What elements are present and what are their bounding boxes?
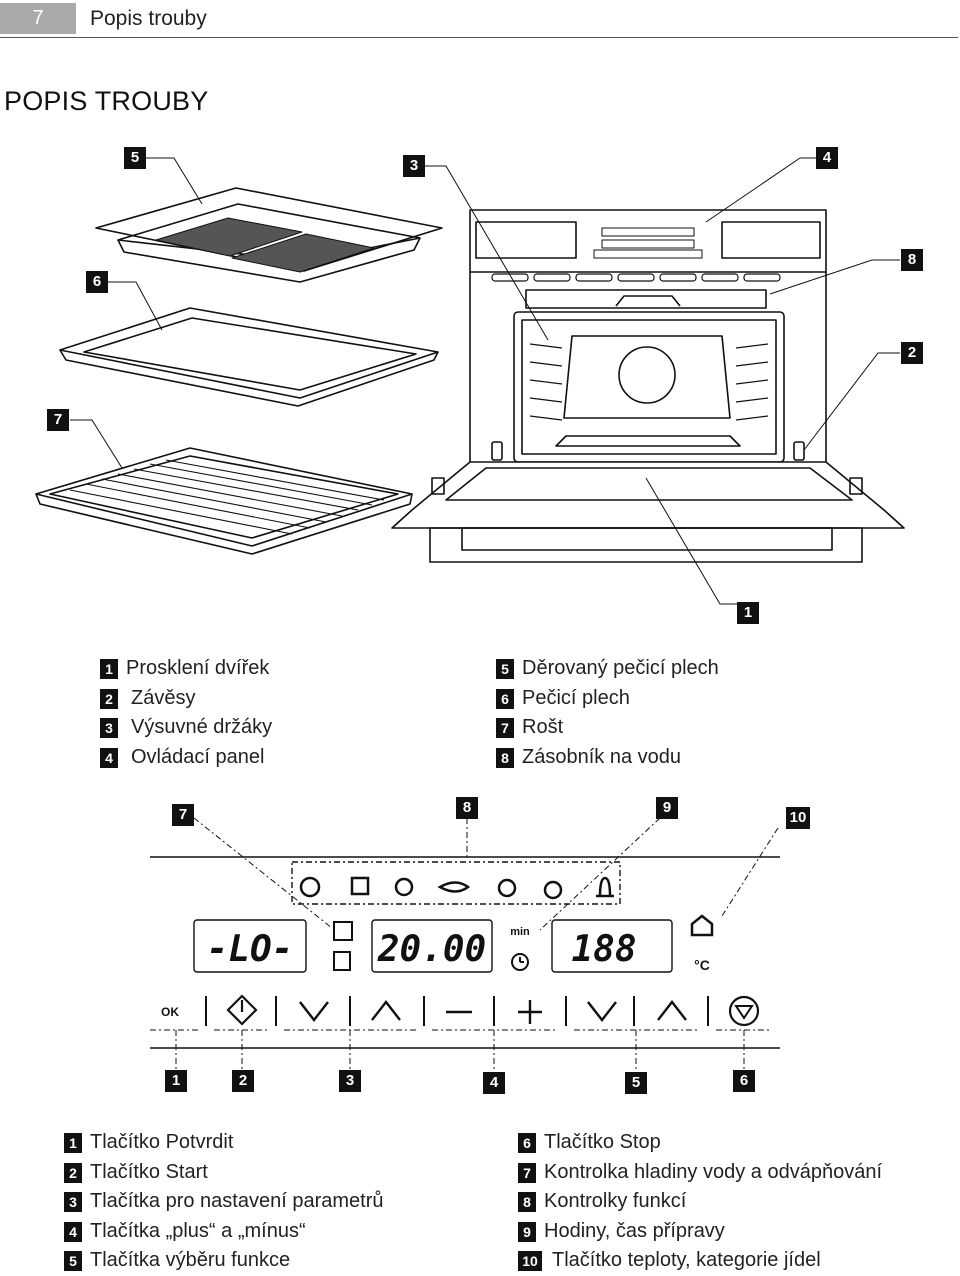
legend-item: 3 Výsuvné držáky [100, 713, 430, 743]
legend-item: 8 Kontrolky funkcí [518, 1187, 938, 1217]
header-divider [0, 37, 958, 38]
panel-callout-2: 2 [232, 1070, 254, 1092]
legend-item: 1 Tlačítko Potvrdit [64, 1128, 484, 1158]
legend-label: Ovládací panel [131, 745, 265, 768]
panel-callout-9: 9 [656, 797, 678, 819]
legend-badge: 5 [496, 659, 514, 679]
min-label: min [510, 926, 530, 938]
legend-badge: 3 [100, 718, 118, 738]
panel-callout-4: 4 [483, 1072, 505, 1094]
legend-item: 5 Tlačítka výběru funkce [64, 1246, 484, 1276]
legend-label: Tlačítka „plus“ a „mínus“ [90, 1219, 306, 1242]
panel-callout-10: 10 [786, 807, 810, 829]
display-right: 188 [571, 929, 636, 970]
oven-callout-6: 6 [86, 271, 108, 293]
legend-item: 9 Hodiny, čas přípravy [518, 1217, 938, 1247]
legend-label: Rošt [522, 716, 564, 738]
legend-item: 10 Tlačítko teploty, kategorie jídel [518, 1246, 938, 1276]
legend-label: Prosklení dvířek [126, 657, 270, 679]
legend-badge: 3 [64, 1192, 82, 1212]
legend-label: Výsuvné držáky [131, 716, 273, 738]
legend-label: Tlačítko teploty, kategorie jídel [552, 1249, 821, 1271]
legend-label: Děrovaný pečicí plech [522, 657, 719, 679]
legend-label: Zásobník na vodu [522, 745, 681, 768]
panel-callout-5: 5 [625, 1072, 647, 1094]
legend-item: 2 Závěsy [100, 684, 430, 714]
legend-label: Závěsy [131, 686, 196, 709]
section-title: Popis trouby [90, 7, 207, 30]
legend-item: 4 Tlačítka „plus“ a „mínus“ [64, 1217, 484, 1247]
legend-item: 1 Prosklení dvířek [100, 654, 430, 684]
ok-button-label: OK [161, 1005, 179, 1019]
legend-badge: 1 [64, 1133, 82, 1153]
legend-label: Tlačítko Start [90, 1160, 208, 1183]
legend-badge: 7 [496, 718, 514, 738]
legend-badge: 5 [64, 1251, 82, 1271]
wire-rack [35, 447, 413, 555]
legend-label: Hodiny, čas přípravy [544, 1219, 725, 1242]
perforated-tray [95, 187, 443, 283]
legend-label: Kontrolky funkcí [544, 1190, 687, 1212]
panel-callout-1: 1 [165, 1070, 187, 1092]
panel-callout-7: 7 [172, 804, 194, 826]
legend-badge: 9 [518, 1221, 536, 1242]
legend-label: Tlačítka pro nastavení parametrů [90, 1190, 384, 1212]
legend-item: 2 Tlačítko Start [64, 1158, 484, 1188]
legend-badge: 8 [496, 747, 514, 768]
oven-callout-8: 8 [901, 249, 923, 271]
legend-item: 7 Kontrolka hladiny vody a odvápňování [518, 1158, 938, 1188]
oven-callout-3: 3 [403, 155, 425, 177]
oven-illustration [35, 157, 905, 605]
oven-callout-2: 2 [901, 342, 923, 364]
legend-item: 3 Tlačítka pro nastavení parametrů [64, 1187, 484, 1217]
legend-badge: 6 [496, 688, 514, 709]
oven-body [391, 209, 905, 563]
legend-badge: 6 [518, 1133, 536, 1153]
legend-label: Tlačítka výběru funkce [90, 1249, 291, 1271]
baking-tray [59, 307, 439, 407]
oven-callout-1: 1 [737, 602, 759, 624]
legend-badge: 2 [64, 1162, 82, 1183]
oven-legend-right: 5 Děrovaný pečicí plech 6 Pečicí plech 7 Ro… [496, 654, 796, 772]
legend-badge: 2 [100, 688, 118, 709]
oven-callout-5: 5 [124, 147, 146, 169]
page-number: 7 [0, 3, 76, 34]
legend-badge: 8 [518, 1192, 536, 1212]
legend-badge: 1 [100, 659, 118, 679]
legend-badge: 7 [518, 1162, 536, 1183]
legend-item: 7 Rošt [496, 713, 796, 743]
legend-badge: 10 [518, 1251, 542, 1271]
legend-badge: 4 [100, 747, 118, 768]
panel-callout-8: 8 [456, 797, 478, 819]
celsius-label: °C [694, 957, 710, 973]
oven-callout-7: 7 [47, 409, 69, 431]
panel-legend-right: 6 Tlačítko Stop 7 Kontrolka hladiny vody a… [518, 1128, 938, 1276]
legend-label: Tlačítko Potvrdit [90, 1131, 234, 1153]
legend-label: Tlačítko Stop [544, 1131, 661, 1153]
oven-callout-4: 4 [816, 147, 838, 169]
legend-item: 6 Pečicí plech [496, 684, 796, 714]
oven-legend-left: 1 Prosklení dvířek 2 Závěsy 3 Výsuvné držák… [100, 654, 430, 772]
legend-label: Pečicí plech [522, 686, 630, 709]
panel-callout-3: 3 [339, 1070, 361, 1092]
legend-item: 5 Děrovaný pečicí plech [496, 654, 796, 684]
legend-item: 6 Tlačítko Stop [518, 1128, 938, 1158]
legend-badge: 4 [64, 1221, 82, 1242]
legend-item: 4 Ovládací panel [100, 743, 430, 773]
display-middle: 20.00 [377, 929, 486, 970]
legend-label: Kontrolka hladiny vody a odvápňování [544, 1160, 883, 1183]
panel-callout-6: 6 [733, 1070, 755, 1092]
display-left: -LO- [207, 929, 294, 970]
page-title: POPIS TROUBY [4, 86, 209, 116]
control-panel-illustration: -LO- 20.00 188 min °C OK [150, 817, 780, 1074]
legend-item: 8 Zásobník na vodu [496, 743, 796, 773]
